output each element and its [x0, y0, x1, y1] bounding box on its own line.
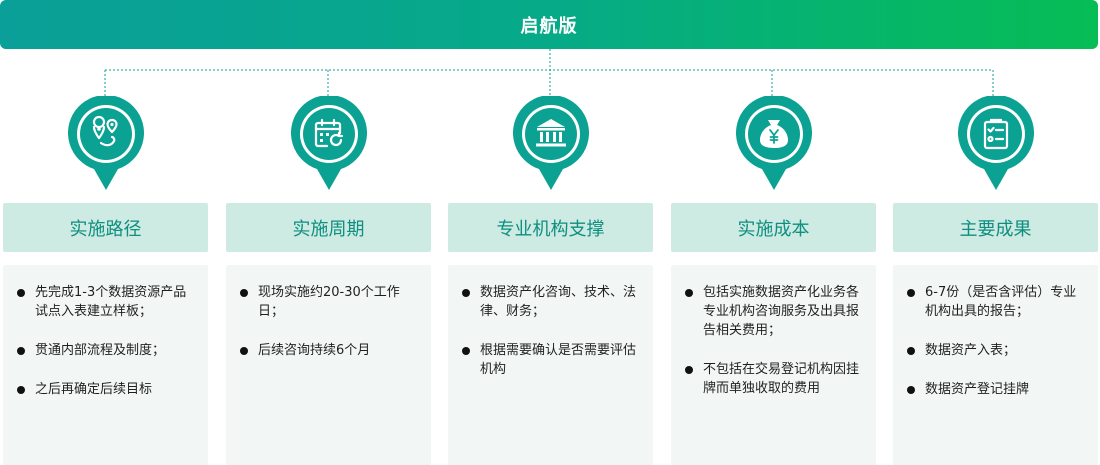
list-item: 包括实施数据资产化业务各专业机构咨询服务及出具报告相关费用；: [683, 283, 864, 340]
column-body: 现场实施约20-30个工作日； 后续咨询持续6个月: [226, 265, 431, 465]
list-item: 先完成1-3个数据资源产品试点入表建立样板；: [15, 283, 196, 321]
checklist-icon: [958, 96, 1034, 192]
list-item: 贯通内部流程及制度；: [15, 341, 196, 360]
connector-lines: [104, 49, 994, 98]
route-map-icon: [68, 96, 144, 192]
column-title: 实施成本: [671, 203, 876, 252]
column-body: 先完成1-3个数据资源产品试点入表建立样板； 贯通内部流程及制度； 之后再确定后…: [3, 265, 208, 465]
column-title: 专业机构支撑: [448, 203, 653, 252]
list-item: 6-7份（是否含评估）专业机构出具的报告；: [905, 283, 1086, 321]
money-bag-icon: [736, 96, 812, 192]
column-body: 数据资产化咨询、技术、法律、财务； 根据需要确认是否需要评估机构: [448, 265, 653, 465]
column-implementation-cost: 实施成本 包括实施数据资产化业务各专业机构咨询服务及出具报告相关费用； 不包括在…: [671, 0, 876, 465]
list-item: 后续咨询持续6个月: [238, 341, 419, 360]
column-title: 实施路径: [3, 203, 208, 252]
column-implementation-path: 实施路径 先完成1-3个数据资源产品试点入表建立样板； 贯通内部流程及制度； 之…: [3, 0, 208, 465]
banner-title: 启航版: [0, 0, 1098, 49]
column-main-results: 主要成果 6-7份（是否含评估）专业机构出具的报告； 数据资产入表； 数据资产登…: [893, 0, 1098, 465]
column-implementation-period: 实施周期 现场实施约20-30个工作日； 后续咨询持续6个月: [226, 0, 431, 465]
column-body: 6-7份（是否含评估）专业机构出具的报告； 数据资产入表； 数据资产登记挂牌: [893, 265, 1098, 465]
list-item: 之后再确定后续目标: [15, 380, 196, 399]
list-item: 现场实施约20-30个工作日；: [238, 283, 419, 321]
calendar-refresh-icon: [291, 96, 367, 192]
list-item: 不包括在交易登记机构因挂牌而单独收取的费用: [683, 360, 864, 398]
list-item: 数据资产入表；: [905, 341, 1086, 360]
column-professional-support: 专业机构支撑 数据资产化咨询、技术、法律、财务； 根据需要确认是否需要评估机构: [448, 0, 653, 465]
list-item: 数据资产登记挂牌: [905, 380, 1086, 399]
column-title: 主要成果: [893, 203, 1098, 252]
column-title: 实施周期: [226, 203, 431, 252]
column-body: 包括实施数据资产化业务各专业机构咨询服务及出具报告相关费用； 不包括在交易登记机…: [671, 265, 876, 465]
list-item: 数据资产化咨询、技术、法律、财务；: [460, 283, 641, 321]
institution-icon: [513, 96, 589, 192]
list-item: 根据需要确认是否需要评估机构: [460, 341, 641, 379]
